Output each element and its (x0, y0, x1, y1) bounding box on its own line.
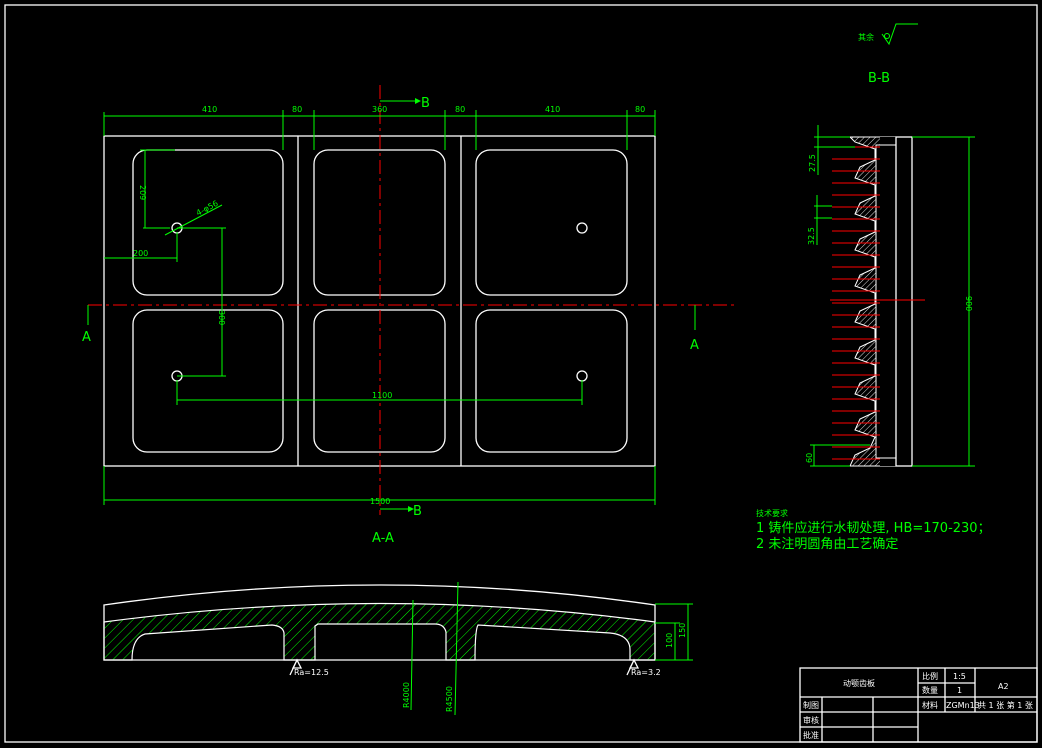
dim-r4500: R4500 (445, 686, 454, 712)
qty-label: 数量 (922, 685, 938, 695)
roughness-right-icon (626, 658, 640, 676)
drawn-label: 制图 (803, 700, 819, 710)
dim-300: 300 (217, 310, 226, 325)
roughness-left: Ra=12.5 (294, 668, 329, 677)
plan-view (88, 85, 738, 515)
cut-b-bottom: B (413, 504, 422, 519)
section-markers: B B A A A-A (82, 96, 699, 546)
material-label: 材料 (922, 700, 938, 710)
section-aa-title: A-A (372, 531, 394, 546)
sheet-size: A2 (998, 682, 1009, 691)
section-aa-view: 100 150 R4000 R4500 Ra=12.5 Ra=3.2 (103, 581, 693, 716)
title-block: 动颚齿板 比例 1:5 数量 1 A2 制图 审核 批准 材料 ZGMn13 共… (799, 667, 1038, 743)
tech-req-item-1: 1 铸件应进行水韧处理, HB=170-230； (756, 520, 991, 536)
cut-a-right: A (690, 338, 699, 353)
approved-label: 批准 (803, 730, 819, 740)
dim-900: 900 (964, 296, 973, 311)
surface-finish-mark: 其余 (858, 23, 918, 46)
technical-requirements: 技术要求 1 铸件应进行水韧处理, HB=170-230； 2 未注明圆角由工艺… (756, 508, 991, 552)
sheet-count: 共 1 张 第 1 张 (978, 700, 1033, 710)
dim-410-left: 410 (202, 105, 217, 114)
dim-80-left: 80 (292, 105, 302, 114)
dim-32-5: 32.5 (807, 227, 816, 245)
dim-1100: 1100 (372, 391, 392, 400)
dim-r4000: R4000 (402, 682, 411, 708)
scale-value: 1:5 (953, 672, 966, 681)
dim-1500: 1500 (370, 497, 390, 506)
drawing-border (4, 4, 1038, 743)
dim-27-5: 27.5 (808, 154, 817, 172)
section-bb-title: B-B (868, 71, 890, 86)
dim-200: 200 (133, 249, 148, 258)
roughness-left-icon (289, 658, 303, 676)
part-name: 动颚齿板 (843, 678, 875, 688)
dim-80-right: 80 (635, 105, 645, 114)
top-dimensions: 410 80 360 80 410 80 (103, 105, 656, 150)
scale-label: 比例 (922, 671, 938, 681)
qty-value: 1 (957, 686, 962, 695)
checked-label: 审核 (803, 715, 819, 725)
dim-80-mid: 80 (455, 105, 465, 114)
tech-req-heading: 技术要求 (756, 508, 788, 518)
surface-mark-label: 其余 (858, 32, 874, 42)
section-bb-view: 900 27.5 32.5 60 (805, 125, 975, 467)
dim-410-right: 410 (545, 105, 560, 114)
roughness-right: Ra=3.2 (631, 668, 661, 677)
dim-100: 100 (665, 633, 674, 648)
cut-a-left: A (82, 330, 91, 345)
dim-60: 60 (805, 453, 814, 463)
cut-b-top: B (421, 96, 430, 111)
dim-150: 150 (678, 623, 687, 638)
plan-dimensions: 1500 1100 300 200 209 4-φ56 (103, 149, 656, 506)
hole-callout: 4-φ56 (195, 199, 220, 218)
dim-360: 360 (372, 105, 387, 114)
tech-req-item-2: 2 未注明圆角由工艺确定 (756, 537, 898, 552)
roughness-symbol-icon (881, 23, 918, 46)
material-value: ZGMn13 (946, 701, 980, 710)
dim-209: 209 (138, 185, 147, 200)
